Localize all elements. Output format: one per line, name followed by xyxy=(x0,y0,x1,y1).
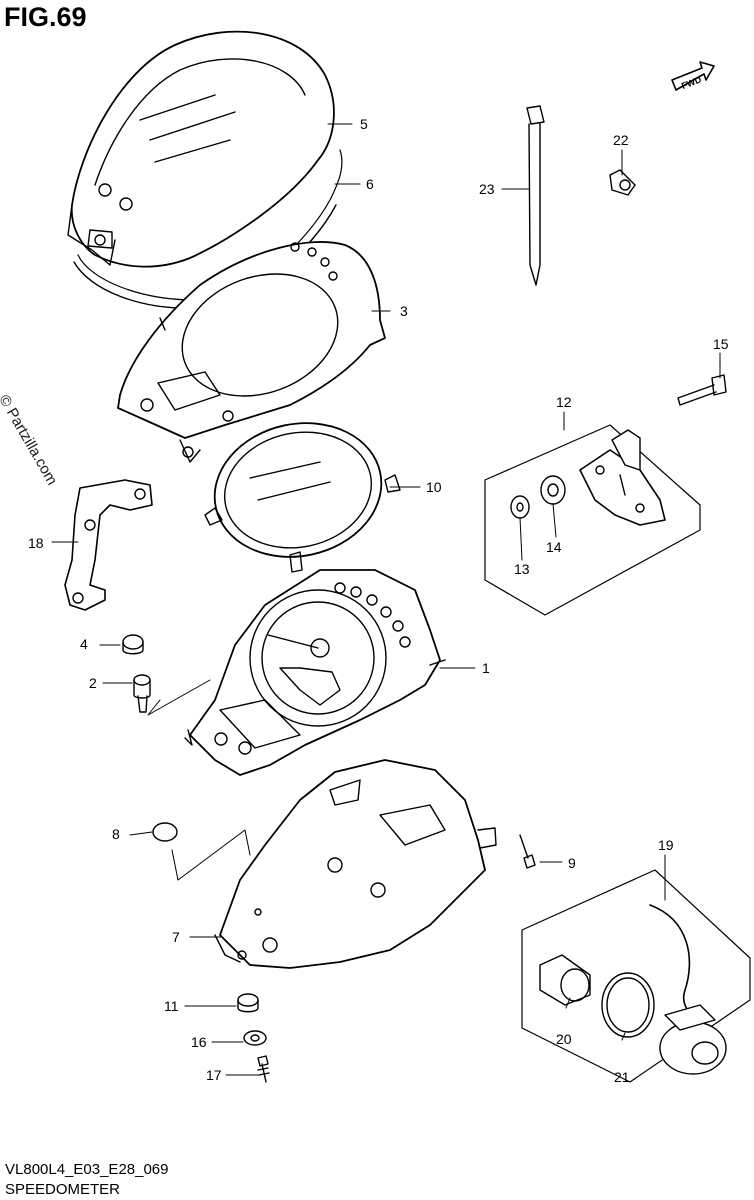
callout-7: 7 xyxy=(172,929,180,945)
part-22-clamp xyxy=(609,169,636,196)
callout-18: 18 xyxy=(28,535,44,551)
part-1-meter-assembly xyxy=(184,569,446,776)
part-15-bolt xyxy=(677,374,727,406)
part-2-collar xyxy=(133,674,151,713)
callout-11: 11 xyxy=(164,998,179,1014)
part-21-ring xyxy=(601,972,655,1038)
part-4-grommet xyxy=(122,634,144,655)
part-23-cable-tie xyxy=(526,105,545,286)
callout-13: 13 xyxy=(514,561,530,577)
callout-20: 20 xyxy=(556,1031,572,1047)
drawing-code: VL800L4_E03_E28_069 xyxy=(5,1161,169,1178)
callout-4: 4 xyxy=(80,636,88,652)
figure-title: FIG.69 xyxy=(4,2,87,32)
part-10-meter-lens xyxy=(204,422,401,573)
part-19-sensor-group xyxy=(521,869,751,1083)
part-12-bracket-group xyxy=(484,424,701,616)
callout-21: 21 xyxy=(614,1069,630,1085)
callout-16: 16 xyxy=(191,1034,207,1050)
part-20-rotor xyxy=(539,954,591,1006)
callout-19: 19 xyxy=(658,837,674,853)
figure-caption: SPEEDOMETER xyxy=(5,1181,121,1198)
callout-15: 15 xyxy=(713,336,729,352)
part-17-screw xyxy=(257,1055,270,1083)
callout-1: 1 xyxy=(482,660,490,676)
callout-2: 2 xyxy=(89,675,97,691)
part-8-cap xyxy=(152,822,178,842)
callout-9: 9 xyxy=(568,855,576,871)
part-14-grommet xyxy=(540,475,566,505)
part-7-meter-case xyxy=(214,759,497,969)
leader-lines xyxy=(51,123,721,1076)
callout-14: 14 xyxy=(546,539,562,555)
callout-10: 10 xyxy=(426,479,442,495)
callout-6: 6 xyxy=(366,176,374,192)
part-5-meter-cover xyxy=(67,30,335,268)
callout-17: 17 xyxy=(206,1067,222,1083)
callout-23: 23 xyxy=(479,181,495,197)
callout-8: 8 xyxy=(112,826,120,842)
part-11-grommet xyxy=(237,993,259,1013)
part-18-bracket xyxy=(64,479,153,611)
callout-5: 5 xyxy=(360,116,368,132)
callout-22: 22 xyxy=(613,132,629,148)
part-16-washer xyxy=(243,1030,267,1046)
callout-12: 12 xyxy=(556,394,572,410)
part-13-washer xyxy=(510,495,530,519)
part-9-screw xyxy=(519,834,536,869)
part-3-meter-bezel xyxy=(117,241,386,463)
fwd-arrow-icon: FWD xyxy=(671,61,715,91)
callout-3: 3 xyxy=(400,303,408,319)
